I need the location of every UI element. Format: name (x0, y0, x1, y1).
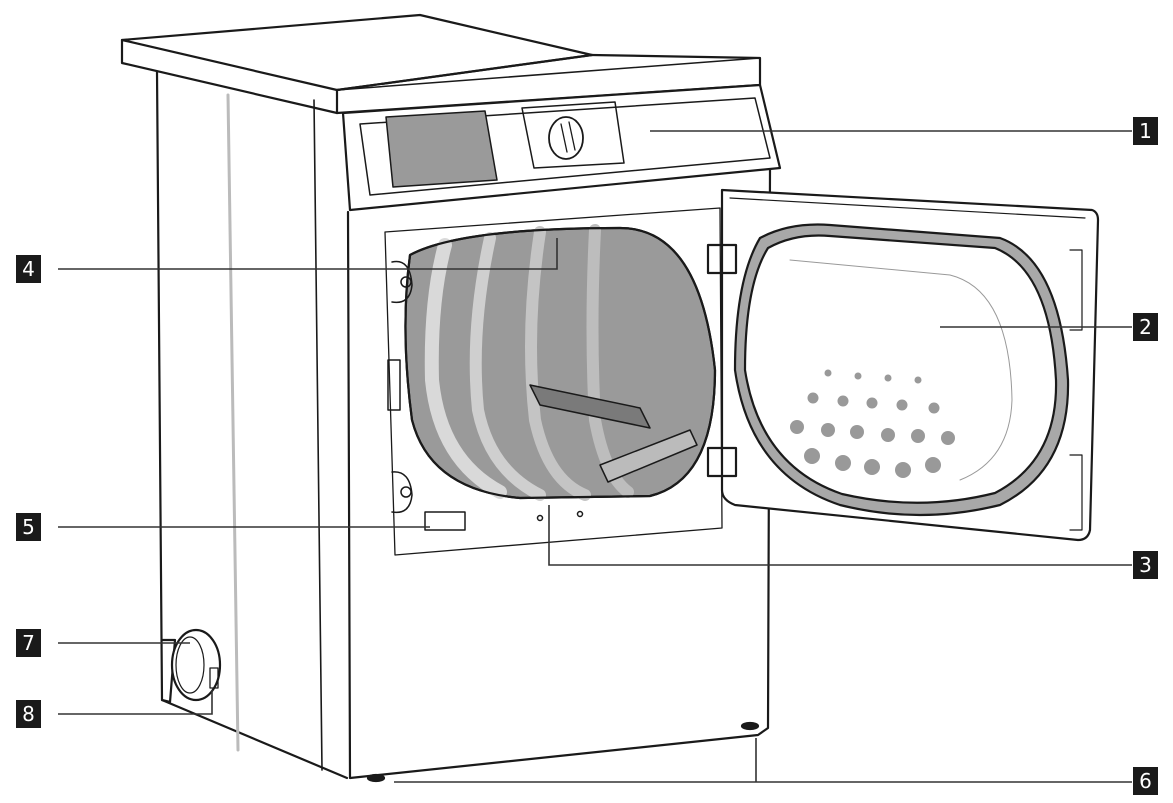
cycle-knob (548, 116, 584, 160)
cabinet-details (387, 260, 584, 531)
leveling-feet (366, 721, 760, 783)
door-vent-dots (790, 369, 955, 478)
front-cabinet (346, 168, 772, 780)
exhaust-clip (209, 667, 219, 689)
callout-8: 8 (16, 700, 41, 728)
model-label (424, 511, 466, 531)
callout-4: 4 (16, 255, 41, 283)
lint-filter (599, 429, 698, 483)
callout-2: 2 (1133, 313, 1158, 341)
drum (404, 224, 717, 501)
callout-7: 7 (16, 629, 41, 657)
door-glass (743, 234, 1058, 504)
door (706, 188, 1100, 542)
callout-1: 1 (1133, 117, 1158, 145)
callout-6: 6 (1133, 767, 1158, 795)
exhaust-outlet (160, 628, 222, 704)
display-window (385, 110, 498, 188)
knob-panel (521, 101, 625, 169)
callout-5: 5 (16, 513, 41, 541)
leader-lines (58, 130, 1132, 783)
drum-baffle (529, 384, 651, 429)
callout-3: 3 (1133, 551, 1158, 579)
control-panel (341, 83, 782, 212)
